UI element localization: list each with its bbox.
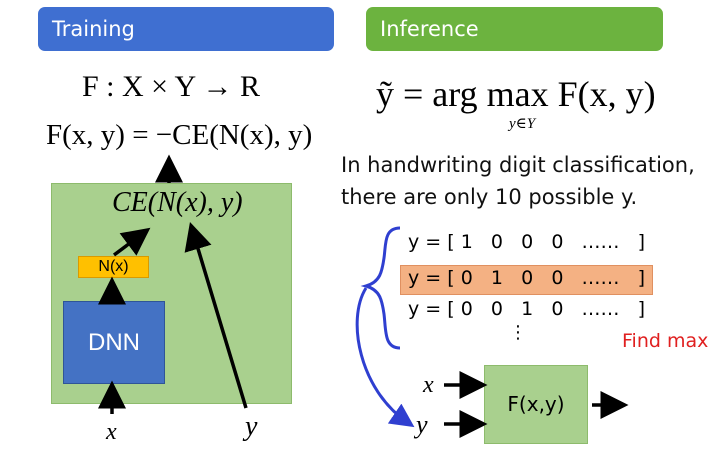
candidate-row-2: y = [ 0 1 0 0 …… ]	[408, 267, 646, 289]
highlighted-row	[400, 265, 653, 295]
dnn-box: DNN	[63, 301, 165, 384]
curved-arrow-to-y	[355, 287, 415, 428]
arrow-nx-to-ce	[112, 227, 151, 257]
caption-line-1: In handwriting digit classification,	[341, 153, 695, 177]
curly-bracket	[360, 226, 401, 350]
argmax-equation: ỹ = arg max F(x, y)	[376, 74, 656, 114]
arrow-y-to-ce	[184, 221, 248, 409]
find-max-label: Find max	[622, 330, 709, 352]
training-header: Training	[38, 7, 334, 51]
inference-input-y: y	[416, 410, 428, 439]
mapping-equation: F : X × Y → R	[82, 70, 261, 103]
function-box: F(x,y)	[484, 365, 588, 444]
inference-input-x: x	[423, 372, 434, 398]
candidate-row-3: y = [ 0 0 1 0 …… ]	[408, 298, 646, 320]
candidate-row-1: y = [ 1 0 0 0 …… ]	[408, 231, 646, 253]
training-input-y: y	[245, 411, 258, 442]
ellipsis: ⋮	[509, 322, 527, 342]
inference-header: Inference	[366, 7, 663, 51]
definition-equation: F(x, y) = −CE(N(x), y)	[46, 119, 313, 151]
network-output-box: N(x)	[78, 256, 149, 278]
training-input-x: x	[106, 419, 117, 445]
caption-line-2: there are only 10 possible y.	[341, 185, 638, 209]
argmax-subscript: y∈Y	[509, 116, 536, 132]
cross-entropy-label: CE(N(x), y)	[112, 187, 243, 218]
